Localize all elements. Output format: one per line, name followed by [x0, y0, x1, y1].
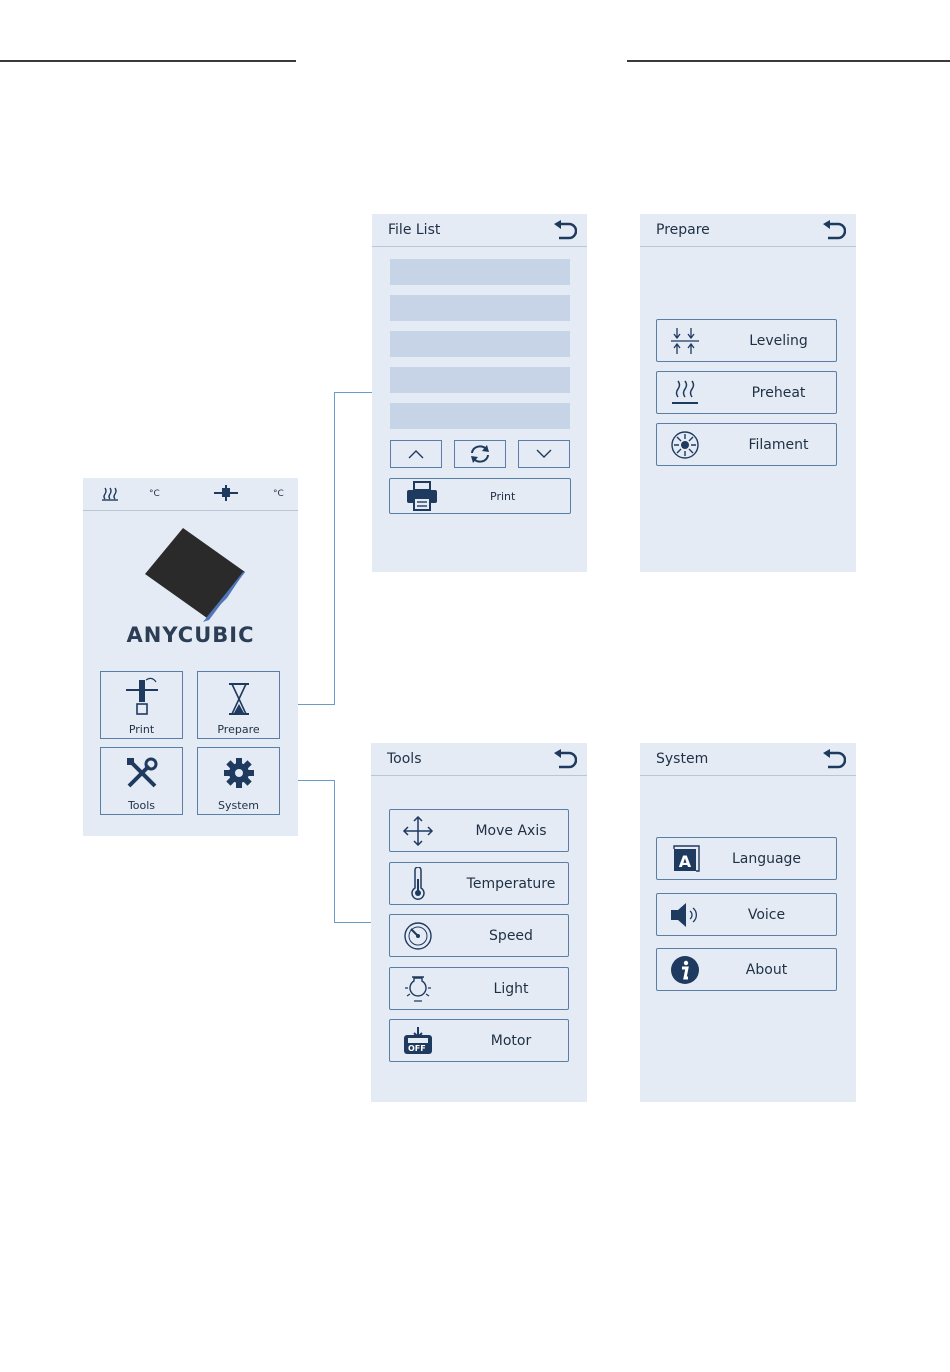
scroll-down-button[interactable]: [518, 440, 570, 468]
motor-off-badge: OFF: [408, 1044, 426, 1053]
file-list-item[interactable]: [390, 403, 570, 429]
preheat-label: Preheat: [721, 372, 836, 413]
about-button[interactable]: About: [656, 948, 837, 991]
leveling-button[interactable]: Leveling: [656, 319, 837, 362]
title-divider: [640, 246, 856, 247]
about-label: About: [697, 949, 836, 990]
tools-button[interactable]: Tools: [100, 747, 183, 815]
leveling-icon: [669, 326, 701, 356]
file-print-button[interactable]: Print: [389, 478, 571, 514]
connector-line: [298, 780, 335, 781]
svg-text:A: A: [679, 852, 692, 871]
page-title: Tools: [387, 751, 422, 767]
header-rule-left: [0, 60, 296, 62]
motor-label: Motor: [454, 1020, 568, 1061]
motor-button[interactable]: OFF Motor: [389, 1019, 569, 1062]
system-screen: System A Language Voice About: [640, 743, 856, 1102]
tools-icon: [125, 756, 159, 790]
system-button[interactable]: System: [197, 747, 280, 815]
file-list-item[interactable]: [390, 295, 570, 321]
temperature-button[interactable]: Temperature: [389, 862, 569, 905]
voice-label: Voice: [697, 894, 836, 935]
back-arrow-icon[interactable]: [553, 749, 577, 771]
title-divider: [372, 246, 587, 247]
filament-button[interactable]: Filament: [656, 423, 837, 466]
nozzle-temp-unit: °C: [273, 489, 284, 499]
move-axis-icon: [402, 816, 434, 846]
status-bar-divider: [83, 510, 298, 511]
temperature-label: Temperature: [454, 863, 568, 904]
page-title: System: [656, 751, 708, 767]
connector-line: [334, 392, 372, 393]
filament-label: Filament: [721, 424, 836, 465]
light-button[interactable]: Light: [389, 967, 569, 1010]
page-title: Prepare: [656, 222, 710, 238]
move-axis-button[interactable]: Move Axis: [389, 809, 569, 852]
title-divider: [371, 775, 587, 776]
prepare-button-label: Prepare: [198, 723, 279, 736]
speedometer-icon: [402, 921, 434, 951]
file-print-label: Print: [490, 490, 515, 503]
language-button[interactable]: A Language: [656, 837, 837, 880]
anycubic-logo-cube-icon: [143, 526, 247, 628]
prepare-button[interactable]: Prepare: [197, 671, 280, 739]
print-button-label: Print: [101, 723, 182, 736]
file-list-screen: File List Print: [372, 214, 587, 572]
connector-line: [334, 392, 335, 705]
preheat-button[interactable]: Preheat: [656, 371, 837, 414]
back-arrow-icon[interactable]: [822, 220, 846, 242]
header-rule-right: [627, 60, 950, 62]
scroll-up-button[interactable]: [390, 440, 442, 468]
preheat-icon: [669, 378, 701, 408]
refresh-icon: [469, 444, 491, 464]
connector-line: [298, 704, 335, 705]
move-axis-label: Move Axis: [454, 810, 568, 851]
hotbed-icon: [101, 486, 119, 505]
title-divider: [640, 775, 856, 776]
file-list-item[interactable]: [390, 259, 570, 285]
tools-screen: Tools Move Axis Temperature Speed: [371, 743, 587, 1102]
thermometer-icon: [402, 867, 434, 901]
system-button-label: System: [198, 799, 279, 812]
printhead-icon: [124, 676, 160, 718]
light-label: Light: [454, 968, 568, 1009]
printer-icon: [406, 481, 438, 511]
print-button[interactable]: Print: [100, 671, 183, 739]
back-arrow-icon[interactable]: [553, 220, 577, 242]
chevron-up-icon: [408, 449, 424, 459]
connector-line: [334, 922, 371, 923]
file-list-item[interactable]: [390, 331, 570, 357]
language-label: Language: [697, 838, 836, 879]
filament-spool-icon: [669, 430, 701, 460]
page-title: File List: [388, 222, 440, 238]
refresh-button[interactable]: [454, 440, 506, 468]
hotbed-temp-unit: °C: [149, 489, 160, 499]
connector-line: [334, 780, 335, 923]
chevron-down-icon: [536, 449, 552, 459]
light-bulb-icon: [402, 974, 434, 1004]
speed-label: Speed: [454, 915, 568, 956]
file-list-item[interactable]: [390, 367, 570, 393]
hourglass-icon: [227, 682, 251, 716]
leveling-label: Leveling: [721, 320, 836, 361]
nozzle-icon: [214, 485, 238, 505]
tools-button-label: Tools: [101, 799, 182, 812]
back-arrow-icon[interactable]: [822, 749, 846, 771]
gear-icon: [223, 757, 255, 789]
prepare-screen: Prepare Leveling Preheat Filament: [640, 214, 856, 572]
home-screen: °C °C ANYCUBIC Print Prepare: [83, 478, 298, 836]
anycubic-brand-text: ANYCUBIC: [83, 623, 298, 647]
speed-button[interactable]: Speed: [389, 914, 569, 957]
voice-button[interactable]: Voice: [656, 893, 837, 936]
